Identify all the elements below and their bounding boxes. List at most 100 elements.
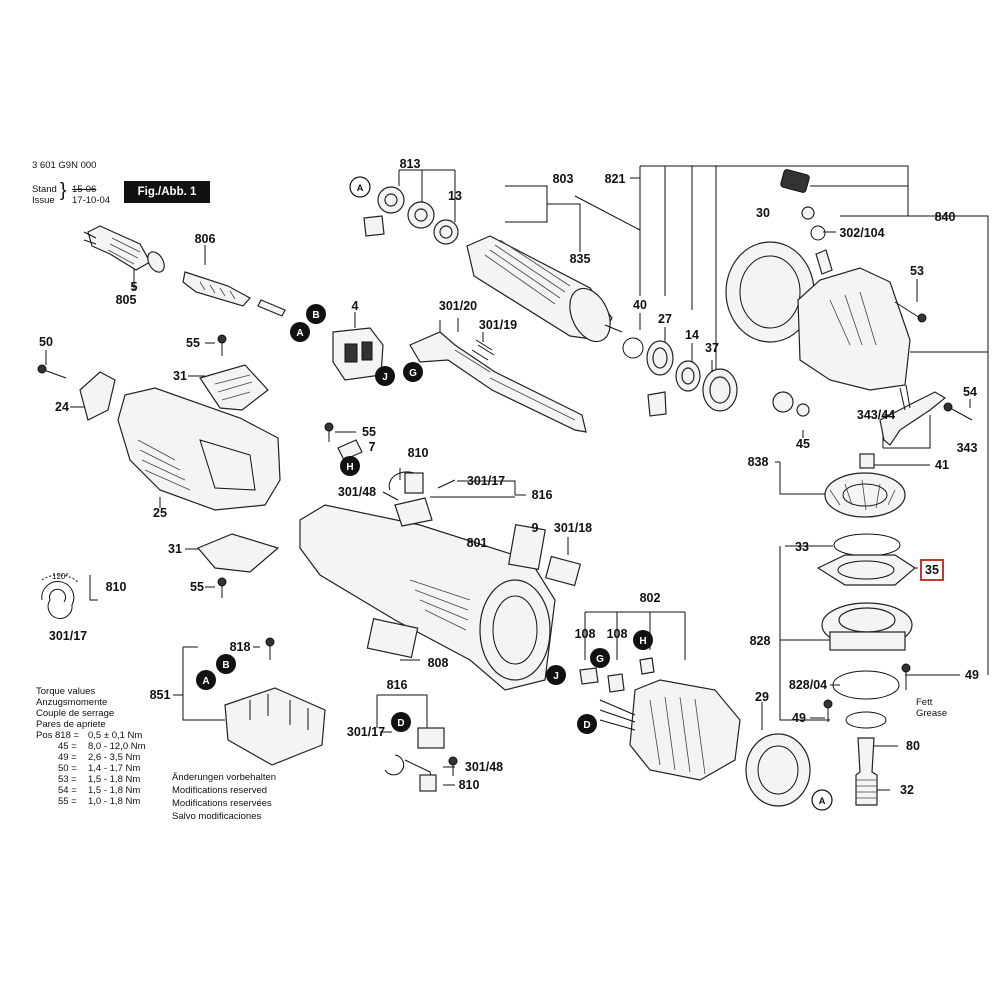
torque-val-50: 1,4 - 1,7 Nm — [88, 763, 141, 774]
connector-b-top — [306, 304, 326, 324]
label-816a: 816 — [532, 488, 553, 502]
modifications-1: Änderungen vorbehalten — [172, 772, 277, 783]
torque-title-3: Couple de serrage — [36, 708, 115, 719]
label-24: 24 — [55, 400, 69, 414]
connector-g-bottom-letter: G — [596, 654, 604, 665]
label-108b: 108 — [607, 627, 628, 641]
label-40: 40 — [633, 298, 647, 312]
label-801: 801 — [467, 536, 488, 550]
torque-pos-818: Pos 818 = — [36, 730, 80, 741]
label-808: 808 — [428, 656, 449, 670]
label-55a: 55 — [186, 336, 200, 350]
connector-g-top — [403, 362, 423, 382]
connector-d-right — [577, 714, 597, 734]
label-810a: 810 — [408, 446, 429, 460]
connector-h-bottom-letter: H — [639, 636, 646, 647]
connector-d-right-letter: D — [583, 720, 590, 731]
connector-j-top — [375, 366, 395, 386]
label-802: 802 — [640, 591, 661, 605]
label-816b: 816 — [387, 678, 408, 692]
torque-pos-53: 53 = — [58, 774, 77, 785]
label-301-17c: 301/17 — [347, 725, 385, 739]
label-33: 33 — [795, 540, 809, 554]
label-851: 851 — [150, 688, 171, 702]
connector-h-top-letter: H — [346, 462, 353, 473]
connector-a-bottom-letter: A — [202, 676, 209, 687]
grease-note-2: Grease — [916, 708, 948, 719]
label-37: 37 — [705, 341, 719, 355]
doc-number: 3 601 G9N 000 — [32, 160, 97, 171]
label-806: 806 — [195, 232, 216, 246]
torque-pos-45: 45 = — [58, 741, 77, 752]
label-31a: 31 — [173, 369, 187, 383]
label-50: 50 — [39, 335, 53, 349]
label-301-19: 301/19 — [479, 318, 517, 332]
label-301-18: 301/18 — [554, 521, 592, 535]
motor-cover-illustration — [79, 364, 281, 573]
label-13: 13 — [448, 189, 462, 203]
flange-illustration — [816, 533, 917, 806]
label-27: 27 — [658, 312, 672, 326]
connector-a-bottom-right-letter: A — [819, 796, 826, 807]
label-840: 840 — [935, 210, 956, 224]
label-343-44: 343/44 — [857, 408, 895, 422]
gear-housing-illustration — [725, 169, 911, 391]
power-cord-illustration — [83, 225, 286, 317]
connector-j-top-letter: J — [382, 372, 388, 383]
label-108a: 108 — [575, 627, 596, 641]
torque-title-2: Anzugsmomente — [36, 697, 108, 708]
modifications-3: Modifications reservées — [172, 798, 272, 809]
label-803: 803 — [553, 172, 574, 186]
stand-label: Stand — [32, 184, 57, 195]
connector-d-left — [391, 712, 411, 732]
label-9: 9 — [532, 521, 539, 535]
part-labels: 813 803 821 840 13 806 5 805 835 30 302/… — [39, 157, 979, 797]
modifications-4: Salvo modificaciones — [172, 811, 262, 822]
connector-b-bottom — [216, 654, 236, 674]
label-301-20: 301/20 — [439, 299, 477, 313]
grease-note-1: Fett — [916, 697, 933, 708]
label-301-48a: 301/48 — [338, 485, 376, 499]
stand-date: 15-06 — [72, 184, 97, 195]
gear-set-illustration — [772, 384, 947, 518]
connector-a-mid — [290, 322, 310, 342]
label-828-04: 828/04 — [789, 678, 827, 692]
issue-label: Issue — [32, 195, 55, 206]
connector-g-bottom — [590, 648, 610, 668]
label-55b: 55 — [362, 425, 376, 439]
spring-illustration — [41, 574, 79, 619]
label-821: 821 — [605, 172, 626, 186]
torque-title-1: Torque values — [36, 686, 96, 697]
connector-markers: A B A J G H B A J G H D D A — [196, 176, 833, 811]
label-813: 813 — [400, 157, 421, 171]
torque-val-53: 1,5 - 1,8 Nm — [88, 774, 141, 785]
connector-a-mid-letter: A — [296, 328, 303, 339]
stator-illustration — [579, 657, 811, 807]
connector-a-bottom-right — [811, 789, 833, 811]
connector-h-top — [340, 456, 360, 476]
label-31b: 31 — [168, 542, 182, 556]
label-302-104: 302/104 — [839, 226, 884, 240]
label-80: 80 — [906, 739, 920, 753]
connector-b-top-letter: B — [312, 310, 319, 321]
screws-illustration — [37, 301, 973, 776]
label-838: 838 — [748, 455, 769, 469]
connector-b-bottom-letter: B — [222, 660, 229, 671]
label-32: 32 — [900, 783, 914, 797]
torque-title-4: Pares de apriete — [36, 719, 106, 730]
label-54: 54 — [963, 385, 977, 399]
brush-connector-illustration — [337, 439, 456, 527]
figure-badge: Fig./Abb. 1 — [124, 181, 210, 203]
torque-pos-54: 54 = — [58, 785, 77, 796]
torque-val-45: 8,0 - 12,0 Nm — [88, 741, 146, 752]
connector-h-bottom — [633, 630, 653, 650]
connector-a-top — [349, 176, 371, 198]
modifications-2: Modifications reserved — [172, 785, 268, 796]
label-30: 30 — [756, 206, 770, 220]
label-818: 818 — [230, 640, 251, 654]
connector-j-bottom — [546, 665, 566, 685]
small-rings-illustration — [622, 337, 738, 417]
label-4: 4 — [352, 299, 359, 313]
label-49b: 49 — [792, 711, 806, 725]
label-810c: 810 — [459, 778, 480, 792]
